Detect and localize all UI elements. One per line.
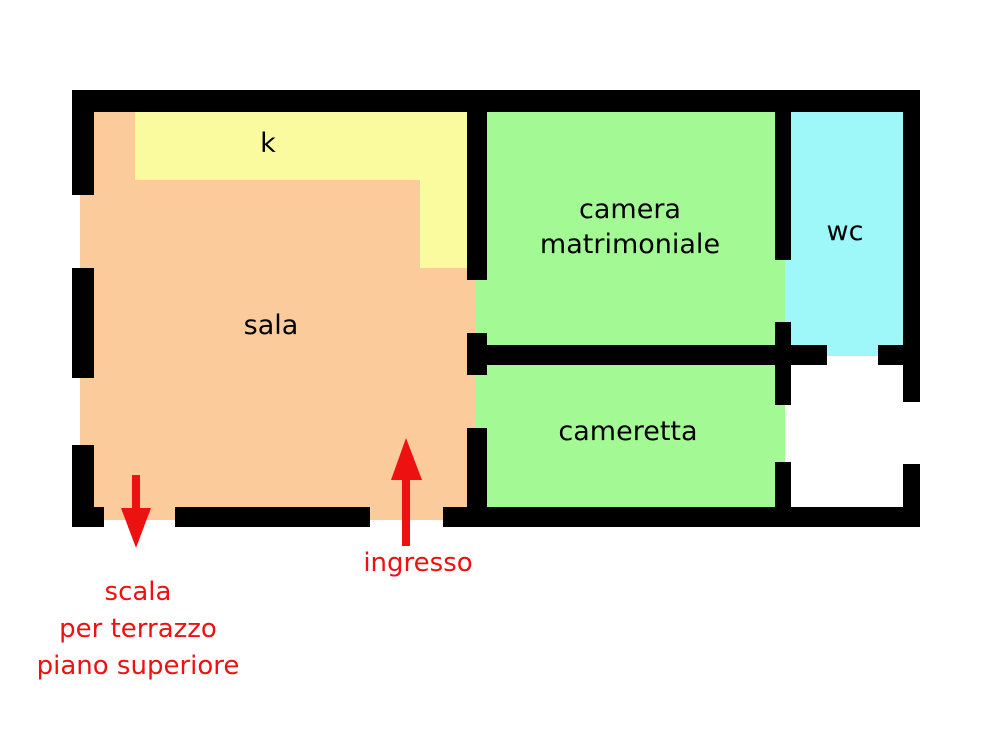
entrance-arrow-icon [391,438,422,546]
master-bedroom-area [475,110,785,350]
master-bedroom-label-line2: matrimoniale [540,229,720,260]
living-room-label: sala [244,310,299,341]
stairs-label-line3: piano superiore [37,651,240,681]
entrance-label: ingresso [363,548,472,578]
stairs-label-line2: per terrazzo [59,614,217,644]
kitchen-area [135,110,470,268]
small-bedroom-area [475,360,785,512]
bathroom-label: wc [827,216,864,247]
small-bedroom-label: cameretta [558,416,697,447]
kitchen-label: k [260,128,276,159]
stairs-label-line1: scala [105,577,172,607]
master-bedroom-label-line1: camera [579,194,681,225]
stairs-arrow-icon [121,475,151,548]
walls [72,90,920,527]
bathroom-area [785,110,908,356]
